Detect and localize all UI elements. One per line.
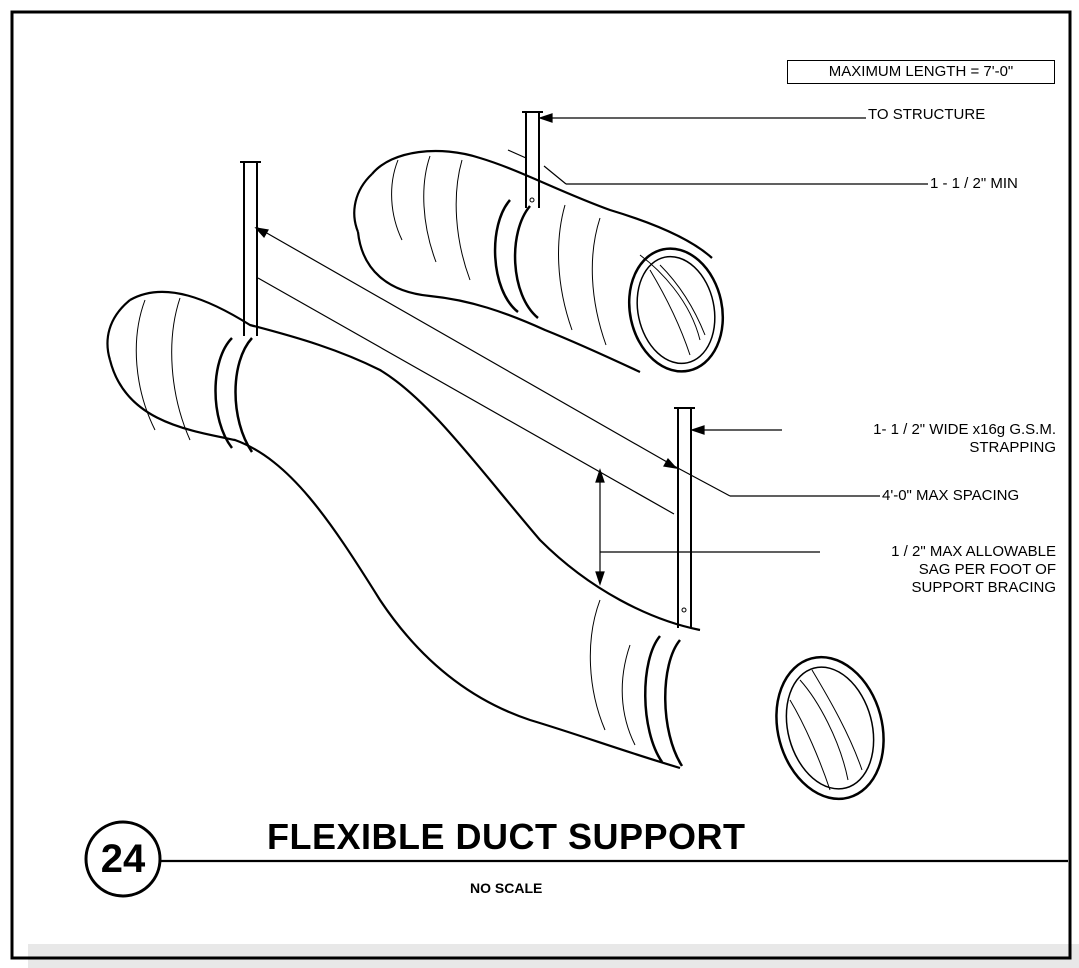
sag-label-line3: SUPPORT BRACING [911, 579, 1056, 596]
detail-number: 24 [100, 836, 146, 881]
upper-duct [353, 111, 725, 373]
sheet-border [10, 10, 1072, 960]
strap-label-line2: STRAPPING [969, 439, 1056, 456]
drawing-title: FLEXIBLE DUCT SUPPORT [267, 816, 746, 857]
sag-label-line1: 1 / 2" MAX ALLOWABLE [891, 543, 1056, 560]
max-length-note: MAXIMUM LENGTH = 7'-0" [787, 60, 1055, 84]
leader-lines [254, 113, 928, 586]
sag-label-line2: SAG PER FOOT OF [918, 561, 1056, 578]
detail-number-circle [84, 820, 162, 898]
max-spacing-label: 4'-0" MAX SPACING [882, 487, 1020, 504]
drawing-scale-note: NO SCALE [470, 880, 543, 896]
sheet-shadow [28, 944, 1079, 968]
strap-label-line1: 1- 1 / 2" WIDE x16g G.S.M. [873, 421, 1056, 438]
lower-duct [106, 161, 885, 801]
min-width-label: 1 - 1 / 2" MIN [930, 175, 1018, 192]
to-structure-label: TO STRUCTURE [868, 106, 986, 123]
